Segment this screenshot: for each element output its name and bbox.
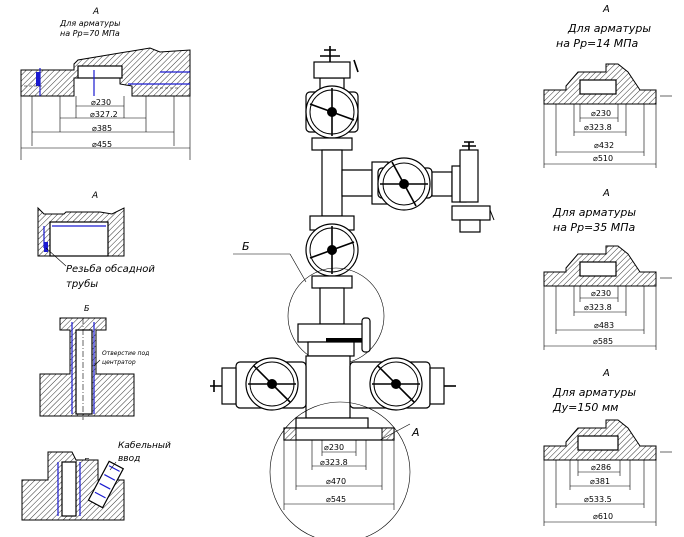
side-tee [341,169,373,197]
dim-14-2: ⌀323.8 [584,123,612,132]
view-70-letter: А [92,7,99,17]
dim-35-1: ⌀230 [591,289,611,298]
thread-bore [49,221,109,257]
centrator-label-2: центратор [102,359,136,366]
dim-150-1: ⌀286 [591,463,611,472]
view-150-title-2: Ду=150 мм [552,401,618,414]
dim-35-3: ⌀483 [594,321,614,330]
centrator-bore [75,329,93,415]
cable-label-1: Кабельный [118,441,171,451]
detail-circle-a [269,401,411,537]
top-cap [313,61,351,79]
dim-150-3: ⌀533.5 [584,495,612,504]
choke-body [459,149,479,203]
dim-center-3: ⌀470 [326,477,346,486]
view-14-title-1: Для арматуры [567,22,651,35]
view-35mpa: А Для арматуры на Рр=35 МПа ⌀230 ⌀323.8 … [543,188,672,350]
view-14-title-2: на Рр=14 МПа [556,37,639,50]
cable-label-2: ввод [118,454,140,464]
cable-gland [87,460,125,509]
dim-center-1: ⌀230 [324,443,344,452]
view-du150: А Для арматуры Ду=150 мм ⌀286 ⌀381 ⌀533.… [543,368,672,526]
view-thread-letter: А [91,191,98,201]
view-150-letter: А [602,368,610,379]
centrator-blue [71,322,95,414]
dim-70-4: ⌀455 [92,140,112,149]
view-35-title-2: на Рр=35 МПа [553,221,636,234]
dim-35-2: ⌀323.8 [584,303,612,312]
thread-leader [45,247,67,267]
view-centrator-letter: Б [84,304,90,313]
view-35-title-1: Для арматуры [552,206,636,219]
centrator-label-1: Отверстие под [102,350,149,357]
dim-70-2: ⌀327.2 [90,110,118,119]
dim-14-3: ⌀432 [594,141,614,150]
label-b: Б [242,240,250,253]
dim-14-1: ⌀230 [591,109,611,118]
view-70-title-1: Для арматуры [59,19,120,28]
dim-70-3: ⌀385 [92,124,112,133]
view-centrator: Б Отверстие под центратор [39,304,149,420]
dim-center-4: ⌀545 [326,495,346,504]
view-70-title-2: на Рр=70 МПа [60,29,120,38]
view-14mpa: А Для арматуры на Рр=14 МПа ⌀230 ⌀323.8 … [543,4,672,168]
column-mid [321,149,343,217]
dim-150-4: ⌀610 [593,512,613,521]
view-70mpa: А Для арматуры на Рр=70 МПа ⌀230 ⌀327.2 … [20,7,191,160]
dim-70-1: ⌀230 [91,98,111,107]
label-a: А [411,426,420,439]
dim-14-4: ⌀510 [593,154,613,163]
thread-label-1: Резьба обсадной [66,263,155,275]
seal-mark [36,72,40,86]
pressure-gauge-stem [320,46,340,62]
dim-35-4: ⌀585 [593,337,613,346]
dim-center-2: ⌀323.8 [320,458,348,467]
choke-flange [451,205,491,221]
dim-150-2: ⌀381 [590,477,610,486]
view-14-letter: А [602,4,610,15]
bore [77,65,123,79]
view-cable: Б Кабельный ввод [21,441,171,521]
view-thread: А Резьба обсадной трубы [37,191,155,290]
view-35-letter: А [602,188,610,199]
base-flange [283,427,395,441]
thread-label-2: трубы [66,278,98,290]
view-150-title-1: Для арматуры [552,386,636,399]
wellhead-assembly: Б А [210,46,495,537]
lower-cross [305,355,351,419]
